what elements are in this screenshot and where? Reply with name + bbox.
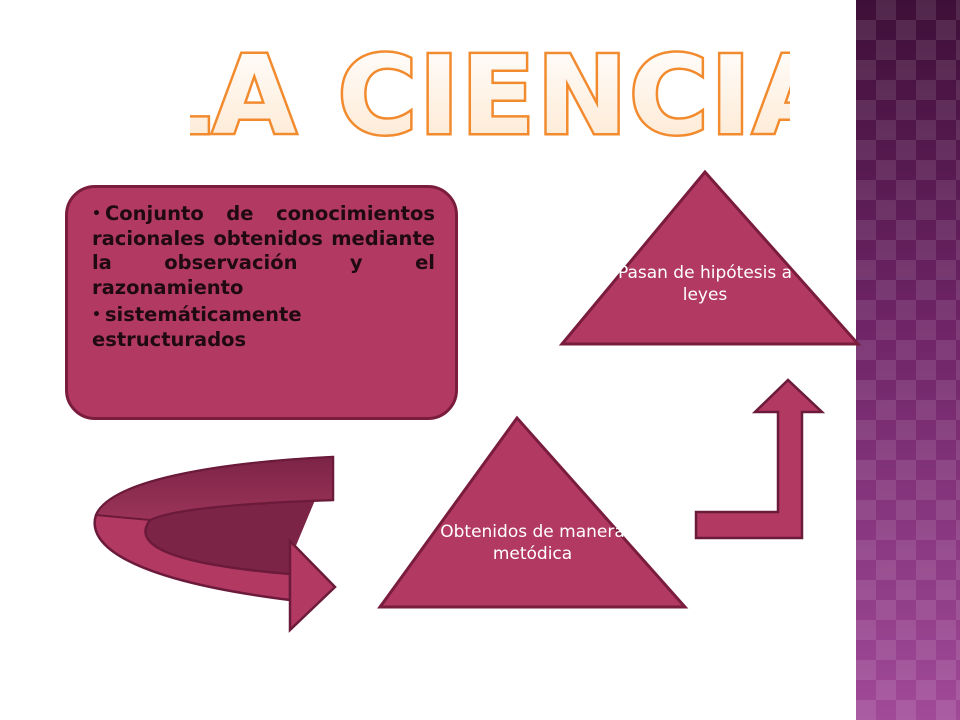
slide-title: LA CIENCIA <box>190 38 790 148</box>
bent-up-arrow-icon <box>694 378 826 540</box>
title-text: LA CIENCIA <box>190 38 790 148</box>
triangle-label-hypothesis: Pasan de hipótesis a leyes <box>617 263 793 305</box>
definition-bullet: •sistemáticamente estructurados <box>92 303 435 352</box>
triangle-method <box>377 415 689 609</box>
bullet-text: Conjunto de conocimientos racionales obt… <box>92 202 435 299</box>
triangle-hypothesis <box>558 169 862 346</box>
decorative-side-panel <box>856 0 960 720</box>
triangle-label-method: Obtenidos de manera metódica <box>440 522 625 564</box>
definition-box: •Conjunto de conocimientos racionales ob… <box>65 185 458 420</box>
curved-arrow-icon <box>93 455 337 633</box>
bullet-text: sistemáticamente estructurados <box>92 303 302 351</box>
bullet-dot-icon: • <box>92 206 101 222</box>
definition-bullet: •Conjunto de conocimientos racionales ob… <box>92 202 435 300</box>
bullet-dot-icon: • <box>92 307 101 323</box>
